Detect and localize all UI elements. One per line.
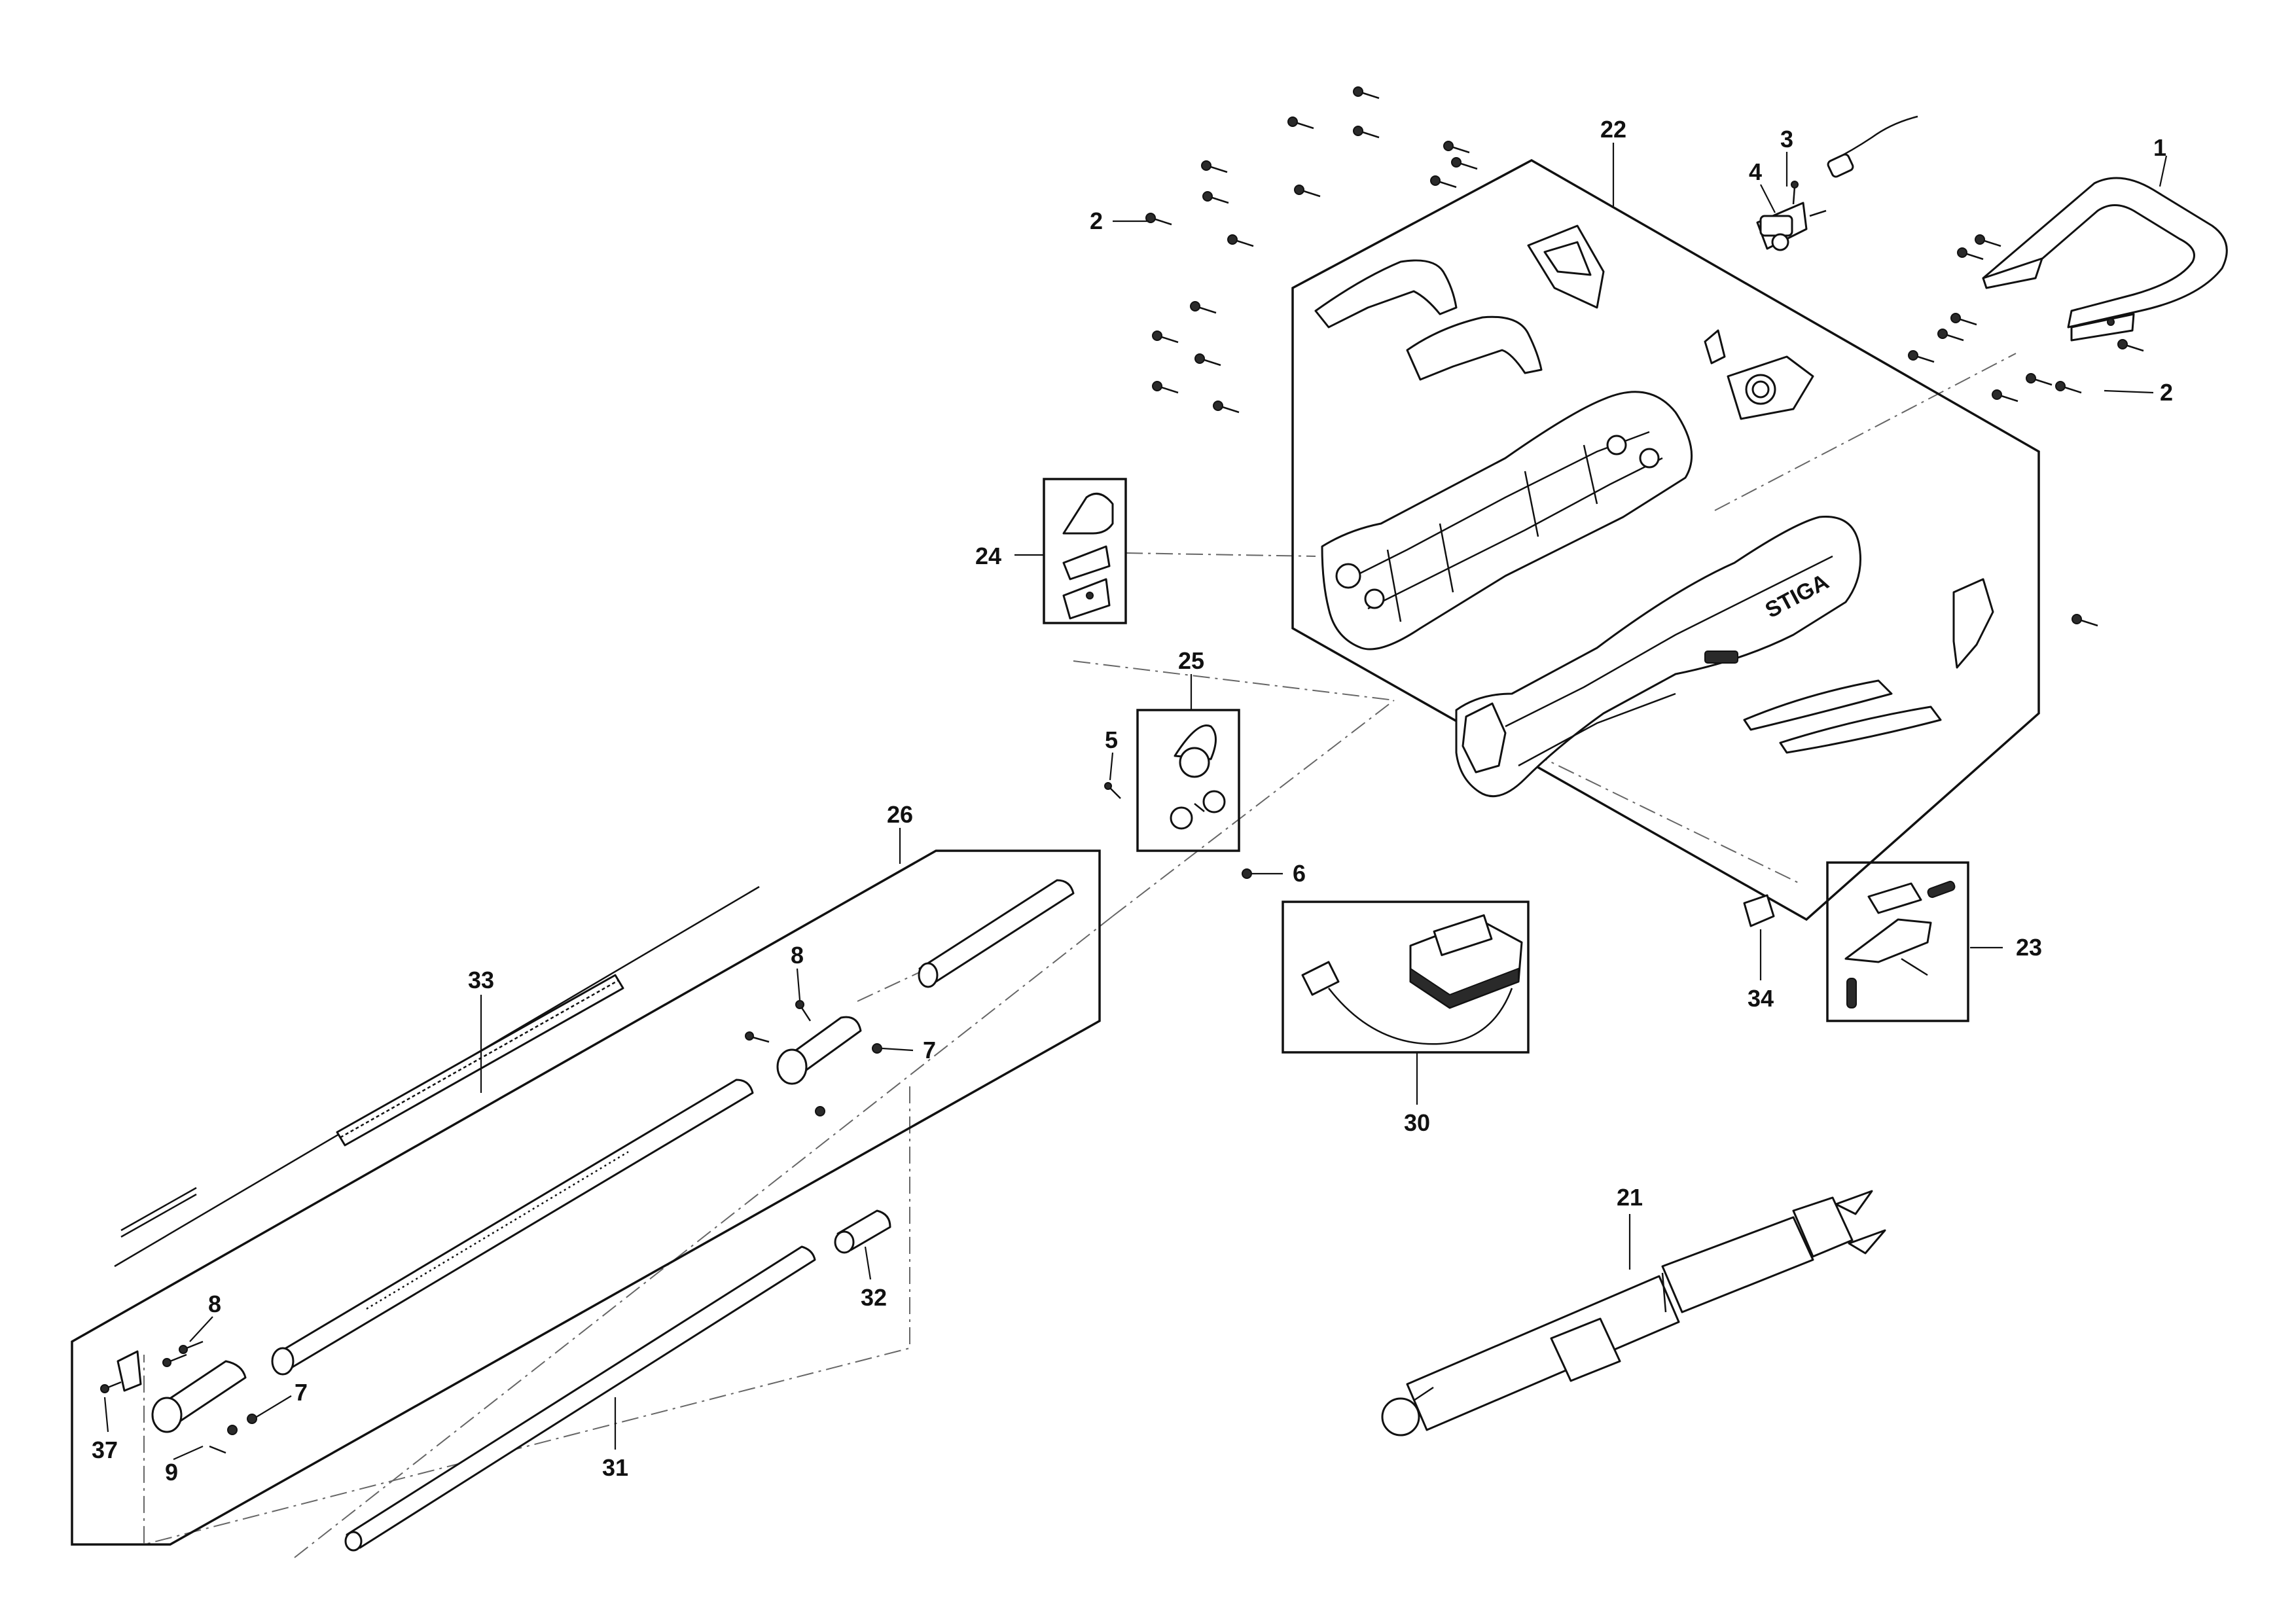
callout-31: 31 [602, 1454, 628, 1481]
frame-kit-24 [1043, 478, 1127, 624]
screw-icon [1201, 160, 1228, 173]
callout-32: 32 [861, 1284, 887, 1311]
frame-tube-26 [71, 849, 1101, 1546]
screw-icon [1152, 330, 1179, 344]
leader-lines [103, 143, 2168, 1461]
screw-icon [1152, 381, 1179, 394]
callout-9: 9 [165, 1459, 178, 1486]
frames [71, 158, 2040, 1546]
callout-3: 3 [1780, 126, 1793, 152]
screw-icon [1145, 213, 1172, 226]
frame-housing-22 [1291, 158, 2040, 921]
screw-icon [1937, 329, 1964, 342]
screw-icon [1194, 353, 1221, 366]
fasteners-5-6 [1104, 782, 1252, 879]
screw-icon [1443, 141, 1470, 154]
screw-icon [1294, 185, 1321, 198]
callout-7-upper: 7 [923, 1037, 936, 1063]
screw-icon [1202, 191, 1229, 204]
bracket-34-part [1743, 894, 1775, 927]
screw-icon [1957, 247, 1984, 260]
screw-icon [2117, 339, 2144, 352]
callout-5: 5 [1105, 726, 1118, 753]
callout-34: 34 [1748, 985, 1774, 1012]
screw-icon [1353, 126, 1380, 139]
drive-shaft-part [114, 885, 760, 1268]
screw-icon [2055, 381, 2082, 394]
screw-icon [1975, 234, 2001, 247]
screw-icon [1992, 389, 2018, 402]
callout-2-right: 2 [2160, 379, 2173, 406]
screw-icon [1950, 313, 1977, 326]
callout-2-top: 2 [1090, 207, 1103, 234]
callout-22: 22 [1600, 116, 1626, 143]
loop-handle-part [1982, 177, 2228, 342]
kit-24-contents [1062, 492, 1114, 620]
battery-pack-part [1301, 914, 1523, 1045]
callout-8-lower: 8 [208, 1291, 221, 1317]
tube-assembly-parts [100, 879, 1075, 1552]
screw-icon [1908, 350, 1935, 363]
callout-4: 4 [1749, 158, 1762, 185]
screw-icon [1451, 157, 1478, 170]
housing-parts: STIGA [1314, 224, 1994, 798]
screw-icon [1430, 175, 1457, 188]
callout-26: 26 [887, 801, 913, 828]
callout-33: 33 [468, 967, 494, 993]
screw-group [1145, 86, 2144, 627]
screw-icon [2026, 373, 2053, 386]
callout-25: 25 [1178, 647, 1204, 674]
callout-labels: 1 2 2 3 4 5 6 7 7 8 8 9 21 22 23 24 25 2… [92, 116, 2173, 1486]
callout-24: 24 [975, 543, 1001, 569]
callout-30: 30 [1404, 1109, 1430, 1136]
frame-kit-25 [1136, 709, 1240, 852]
screw-icon [1190, 301, 1217, 314]
trigger-kit-23-contents [1844, 880, 1956, 1008]
screw-icon [1227, 234, 1254, 247]
screw-icon [1353, 86, 1380, 99]
alignment-lines [143, 353, 2017, 1558]
callout-21: 21 [1617, 1184, 1643, 1211]
frame-battery-30 [1282, 901, 1530, 1054]
callout-7-lower: 7 [295, 1379, 308, 1406]
callout-8-upper: 8 [791, 942, 804, 969]
callout-23: 23 [2016, 934, 2042, 961]
callout-6: 6 [1293, 860, 1306, 887]
screw-icon [1287, 116, 1314, 130]
power-switch-part [1756, 115, 1918, 251]
screw-icon [2072, 614, 2098, 627]
callout-1: 1 [2153, 134, 2166, 161]
callout-37: 37 [92, 1436, 118, 1463]
kit-25-contents [1170, 724, 1226, 830]
frame-trigger-23 [1826, 861, 1969, 1022]
harness-strap-part [1381, 1190, 1886, 1436]
screw-icon [1213, 401, 1240, 414]
